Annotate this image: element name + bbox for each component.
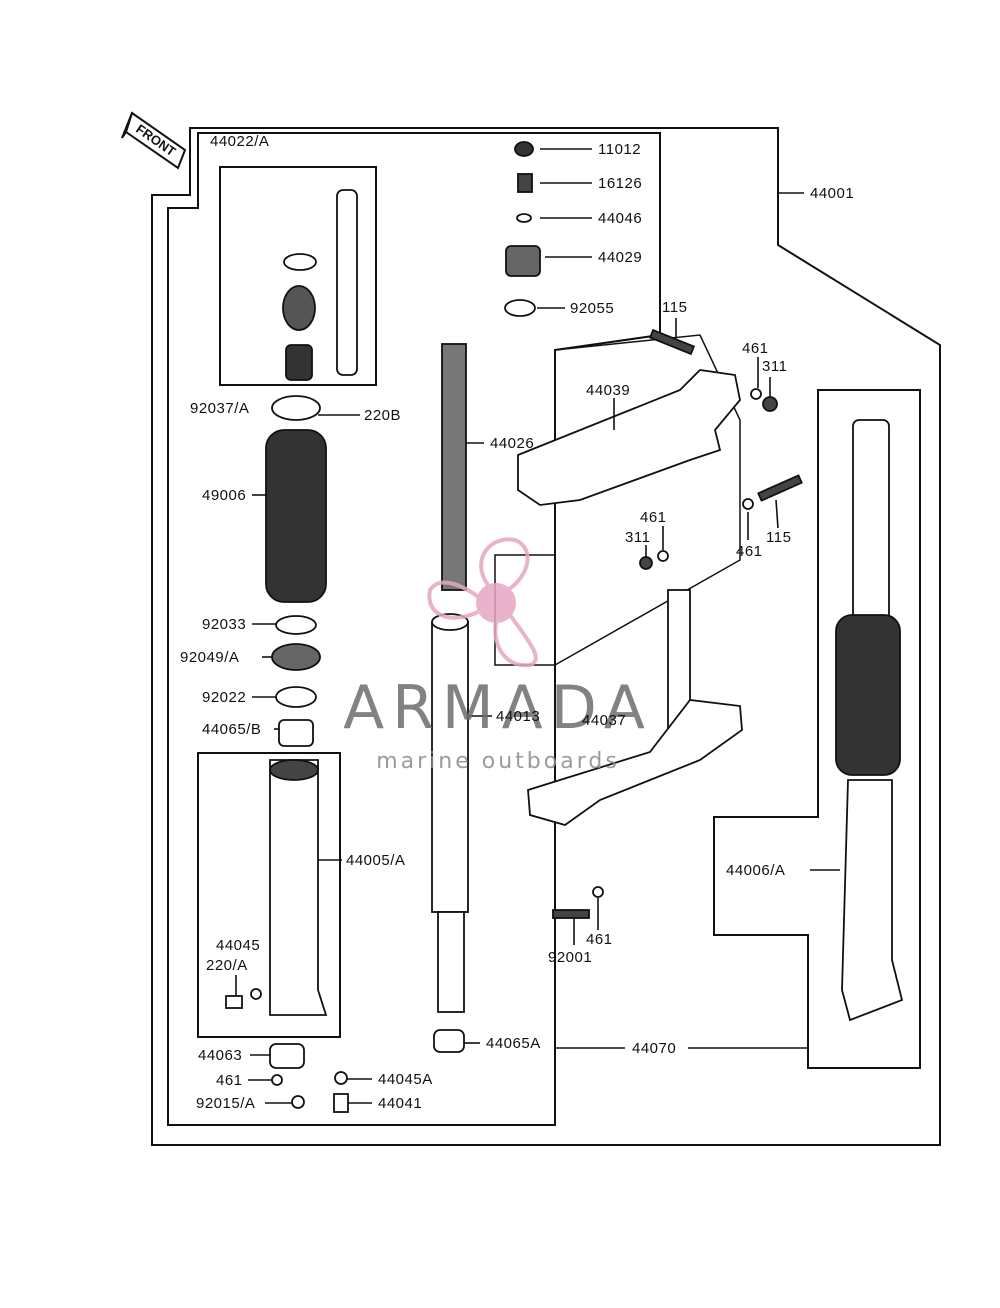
- part-461-washer-right: [742, 498, 754, 510]
- part-44006a-tube: [852, 419, 890, 621]
- part-44041-bolt: [333, 1093, 349, 1113]
- part-44045a-washer: [334, 1071, 348, 1085]
- part-44026-spring: [441, 343, 467, 591]
- front-arrow-icon: FRONT: [121, 111, 187, 170]
- callout-44026: 44026: [490, 435, 534, 452]
- part-44022a-piston: [285, 344, 313, 381]
- callout-44046: 44046: [598, 210, 642, 227]
- part-92037a-clamp: [271, 395, 321, 421]
- part-44037-bracket: [527, 699, 743, 826]
- callout-labels: 11012 16126 44046 44029 92055 44001 115 …: [180, 133, 854, 1112]
- callout-49006: 49006: [202, 487, 246, 504]
- part-461-washer-top: [750, 388, 762, 400]
- callout-92049a: 92049/A: [180, 649, 239, 666]
- assembly-outline-44070: [167, 132, 661, 1126]
- callout-92022: 92022: [202, 689, 246, 706]
- callout-220a: 220/A: [206, 957, 248, 974]
- callout-44029: 44029: [598, 249, 642, 266]
- armada-watermark: ARMADA marine outboards: [343, 537, 653, 774]
- callout-44037: 44037: [582, 712, 626, 729]
- callout-92015a: 92015/A: [196, 1095, 255, 1112]
- part-11012-cap: [514, 141, 534, 157]
- part-92001-bolt: [552, 909, 590, 919]
- callout-115-right: 115: [766, 529, 791, 546]
- part-311-nut-top: [762, 396, 778, 412]
- callout-44039: 44039: [586, 382, 630, 399]
- callout-44001: 44001: [810, 185, 854, 202]
- part-44063-cap: [269, 1043, 305, 1069]
- part-311-nut-mid: [639, 556, 653, 570]
- callout-461-right: 461: [736, 543, 763, 560]
- assembly-outline-44001: [151, 127, 941, 1146]
- callout-311-top: 311: [762, 358, 787, 375]
- part-44022a-ring: [283, 253, 317, 271]
- part-44013-lower: [437, 911, 465, 1013]
- callout-44022a: 44022/A: [210, 133, 269, 150]
- callout-44006a: 44006/A: [726, 862, 785, 879]
- part-49006-boot: [265, 429, 327, 603]
- callout-115-top: 115: [662, 299, 687, 316]
- part-461-washer-clamp: [592, 886, 604, 898]
- group-box-44022a: [219, 166, 377, 386]
- part-44065a-bushing: [433, 1029, 465, 1053]
- part-44029-bolt: [505, 245, 541, 277]
- callout-44013: 44013: [496, 708, 540, 725]
- callout-461-low: 461: [216, 1072, 243, 1089]
- callout-461-top: 461: [742, 340, 769, 357]
- part-461-washer-mid: [657, 550, 669, 562]
- callout-461-clamp: 461: [586, 931, 613, 948]
- callout-44045: 44045: [216, 937, 260, 954]
- part-44005a-top: [269, 759, 319, 781]
- part-115-bolt-right: [757, 474, 803, 502]
- part-220a-bolt: [225, 995, 243, 1009]
- callout-92001: 92001: [548, 949, 592, 966]
- part-44006a-outer: [841, 779, 904, 1022]
- part-44022a-spring: [282, 285, 316, 331]
- propeller-logo-icon: [427, 537, 538, 668]
- part-44022a-rod: [336, 189, 358, 376]
- callout-44065b: 44065/B: [202, 721, 261, 738]
- callout-92055: 92055: [570, 300, 614, 317]
- part-44006a-boot: [835, 614, 901, 776]
- part-92049a-seal: [271, 643, 321, 671]
- callout-220b: 220B: [364, 407, 401, 424]
- part-115-bolt-top: [648, 328, 696, 356]
- part-461-nut-low: [271, 1074, 283, 1086]
- callout-92033: 92033: [202, 616, 246, 633]
- part-16126-valve: [517, 173, 533, 193]
- part-92022-ring: [275, 686, 317, 708]
- callout-44065a: 44065A: [486, 1035, 541, 1052]
- group-box-44005a: [197, 752, 341, 1038]
- callout-44063: 44063: [198, 1047, 242, 1064]
- part-92055-oring: [504, 299, 536, 317]
- callout-311-mid: 311: [625, 529, 650, 546]
- callout-44005a: 44005/A: [346, 852, 405, 869]
- part-44045-washer: [250, 988, 262, 1000]
- assembly-outline-44006a: [713, 389, 921, 1069]
- callout-11012: 11012: [598, 141, 641, 158]
- callout-44045a: 44045A: [378, 1071, 433, 1088]
- callout-16126: 16126: [598, 175, 642, 192]
- part-44046-oring: [516, 213, 532, 223]
- part-92033-ring: [275, 615, 317, 635]
- watermark-tagline: marine outboards: [376, 749, 620, 774]
- callout-92037a: 92037/A: [190, 400, 249, 417]
- callout-44070: 44070: [632, 1040, 676, 1057]
- part-92015a-nut: [291, 1095, 305, 1109]
- callout-44041: 44041: [378, 1095, 422, 1112]
- part-44065b-bushing: [278, 719, 314, 747]
- part-44005a-outer-tube: [269, 759, 328, 1016]
- callout-461-mid: 461: [640, 509, 667, 526]
- part-44039-top-bracket: [517, 369, 741, 506]
- watermark-brand: ARMADA: [343, 673, 653, 743]
